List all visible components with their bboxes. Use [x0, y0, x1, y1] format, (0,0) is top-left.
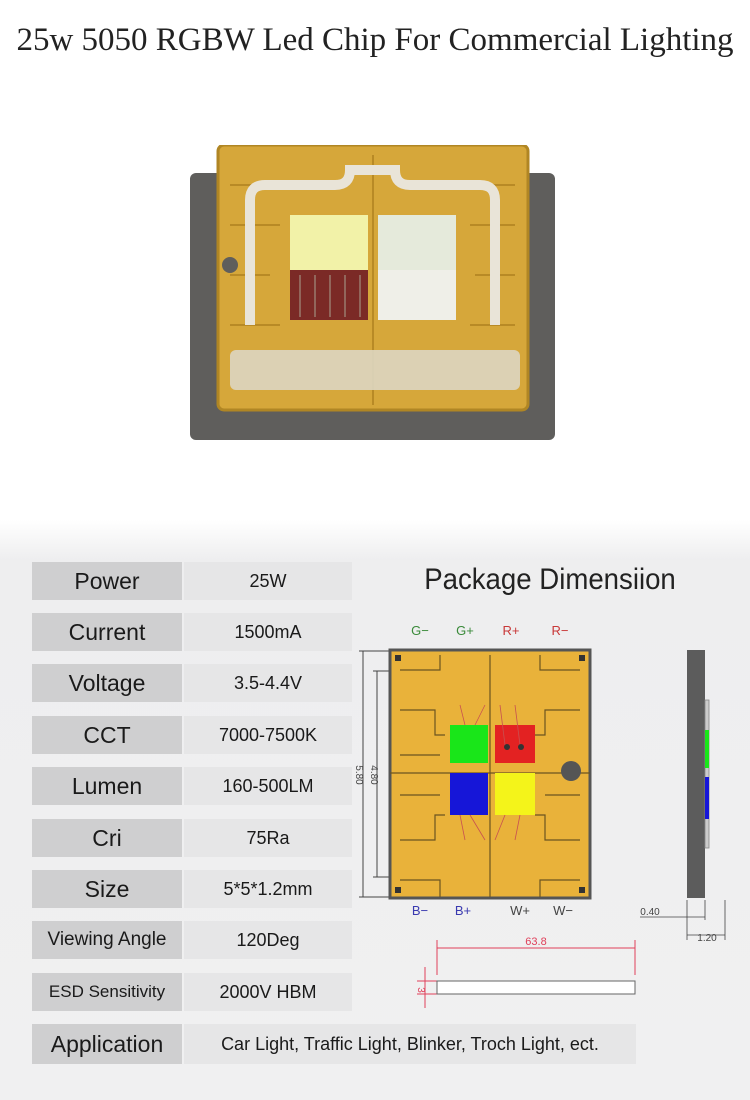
side-view [687, 650, 705, 898]
spec-label: Cri [32, 819, 182, 857]
pin-label: W+ [510, 903, 530, 918]
pin-label: G− [411, 623, 429, 638]
package-dimension-diagram: G− G+ R+ R− 5.80 4.80 B− B+ W+ W− [353, 623, 726, 1008]
spec-row-application: Application Car Light, Traffic Light, Bl… [32, 1024, 636, 1064]
spec-value: 75Ra [184, 819, 352, 857]
spec-label: Viewing Angle [32, 921, 182, 959]
led-chip-photo [190, 145, 555, 440]
spec-value: 120Deg [184, 921, 352, 959]
pin-label: W− [553, 903, 573, 918]
spec-row-voltage: Voltage 3.5-4.4V [32, 664, 352, 702]
spec-row-esd: ESD Sensitivity 2000V HBM [32, 973, 352, 1011]
spec-row-current: Current 1500mA [32, 613, 352, 651]
spec-value: 5*5*1.2mm [184, 870, 352, 908]
strip-outline [436, 980, 636, 995]
spec-row-lumen: Lumen 160-500LM [32, 767, 352, 805]
spec-label: Current [32, 613, 182, 651]
spec-label: CCT [32, 716, 182, 754]
pin-label: B+ [455, 903, 471, 918]
spec-row-power: Power 25W [32, 562, 352, 600]
spec-row-cct: CCT 7000-7500K [32, 716, 352, 754]
spec-label: Power [32, 562, 182, 600]
spec-row-cri: Cri 75Ra [32, 819, 352, 857]
spec-row-size: Size 5*5*1.2mm [32, 870, 352, 908]
spec-value: Car Light, Traffic Light, Blinker, Troch… [184, 1024, 636, 1064]
dimension-label: 5.80 [353, 765, 364, 785]
spec-value: 25W [184, 562, 352, 600]
green-emitter [450, 725, 488, 763]
spec-label: Size [32, 870, 182, 908]
page-title: 25w 5050 RGBW Led Chip For Commercial Li… [16, 22, 734, 58]
dimension-label: 0.40 [640, 907, 660, 918]
pin-label: B− [412, 903, 428, 918]
spec-value: 160-500LM [184, 767, 352, 805]
pin-label: R− [552, 623, 569, 638]
spec-label: Lumen [32, 767, 182, 805]
spec-row-viewing-angle: Viewing Angle 120Deg [32, 921, 352, 959]
spec-value: 2000V HBM [184, 973, 352, 1011]
spec-value: 1500mA [184, 613, 352, 651]
spec-value: 3.5-4.4V [184, 664, 352, 702]
spec-value: 7000-7500K [184, 716, 352, 754]
dimension-label: 1.20 [697, 933, 717, 944]
spec-label: Voltage [32, 664, 182, 702]
dimension-label: 4.80 [368, 765, 379, 785]
yellow-emitter [495, 773, 535, 815]
red-emitter [495, 725, 535, 763]
pin-label: R+ [503, 623, 520, 638]
dimension-label: 63.8 [525, 936, 546, 948]
spec-label: Application [32, 1024, 182, 1064]
pin-label: G+ [456, 623, 474, 638]
package-dimension-title: Package Dimensiion [424, 563, 676, 596]
blue-emitter [450, 773, 488, 815]
spec-label: ESD Sensitivity [32, 973, 182, 1011]
dimension-label: 3 [415, 987, 426, 993]
